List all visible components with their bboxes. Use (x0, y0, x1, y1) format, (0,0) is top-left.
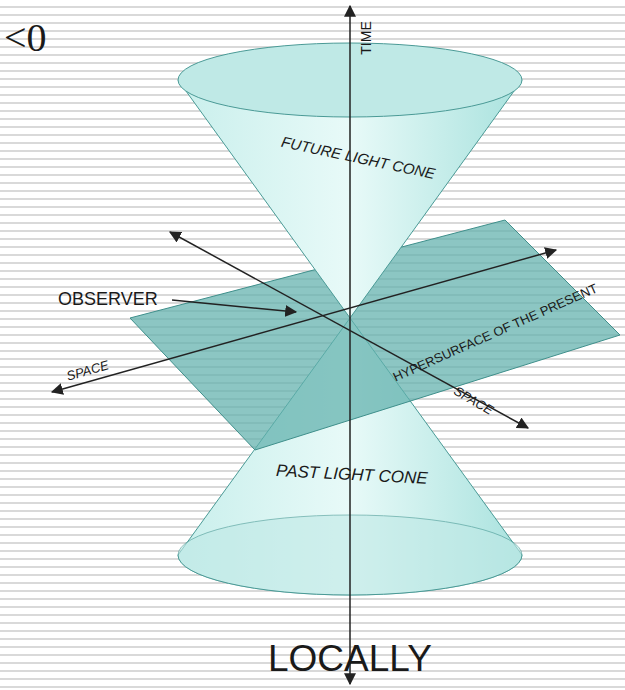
axis-label: SPACE (65, 358, 110, 382)
leader-arrow (172, 300, 296, 312)
condition-text: <0 (4, 18, 47, 58)
axis-label: SPACE (452, 384, 496, 417)
time-axis (349, 6, 351, 684)
space-axis (170, 232, 528, 428)
observer-label: OBSERVER (58, 290, 158, 308)
axis-label: TIME (359, 21, 373, 54)
space-axis (52, 250, 556, 392)
caption-text: LOCALLY (268, 640, 432, 677)
